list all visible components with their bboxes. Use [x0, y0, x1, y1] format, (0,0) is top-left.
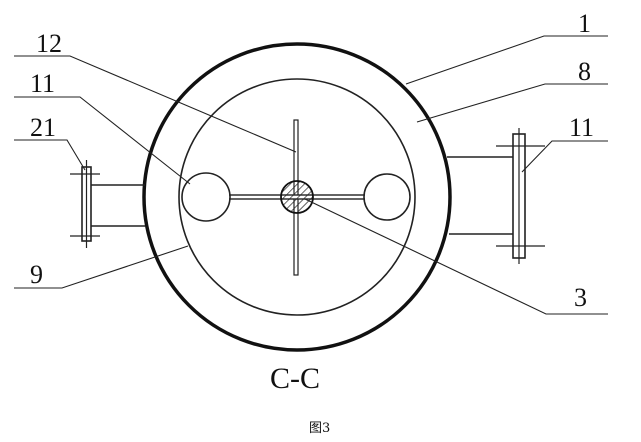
right-pipe	[447, 156, 513, 235]
label-part-1: 1	[578, 9, 591, 38]
right-ball	[363, 173, 411, 221]
left-pipe	[91, 184, 145, 227]
figure-caption: 图3	[309, 421, 330, 436]
label-part-21: 21	[30, 113, 56, 142]
label-part-11-right: 11	[569, 113, 594, 142]
label-part-12: 12	[36, 29, 62, 58]
label-part-3: 3	[574, 283, 587, 312]
right-flange	[496, 128, 545, 264]
leader-lines	[14, 35, 608, 315]
label-part-9: 9	[30, 260, 43, 289]
label-part-11-left: 11	[30, 69, 55, 98]
left-ball	[181, 172, 231, 222]
outer-shell	[142, 42, 452, 352]
central-shaft	[280, 180, 314, 214]
left-flange	[70, 160, 100, 248]
label-part-8: 8	[578, 57, 591, 86]
section-label: C-C	[270, 362, 320, 395]
inner-chamber	[178, 78, 416, 316]
